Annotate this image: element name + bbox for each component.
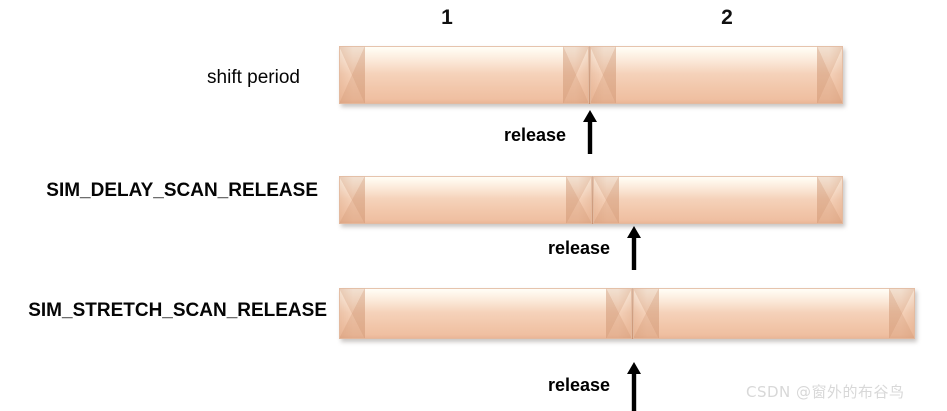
release-label-2: release	[547, 238, 610, 258]
bevel-right-face	[565, 176, 592, 224]
bar-segment-1	[339, 46, 589, 104]
bar-shift-period	[339, 46, 843, 104]
bevel-right-face	[606, 288, 633, 339]
release-arrow-icon-1	[581, 110, 599, 154]
bar-segment-2	[591, 176, 843, 224]
release-label-3: release	[547, 375, 610, 395]
bar-sim-delay-scan-release	[339, 176, 843, 224]
bevel-left-face	[339, 176, 365, 224]
row-label-sim-delay-scan-release: SIM_DELAY_SCAN_RELEASE	[46, 180, 318, 201]
segment-outline	[592, 176, 843, 224]
bevel-left-face	[589, 46, 616, 104]
segment-outline	[339, 46, 589, 104]
bevel-right-face	[562, 46, 589, 104]
segment-outline	[633, 288, 915, 339]
bar-segment-2	[588, 46, 843, 104]
bevel-left-face	[592, 176, 619, 224]
release-arrow-icon-2	[625, 226, 643, 270]
segment-outline	[589, 46, 843, 104]
segment-outline	[339, 288, 633, 339]
column-header-1: 1	[441, 6, 453, 29]
bar-segment-1	[339, 288, 633, 339]
bevel-right-face	[817, 176, 843, 224]
bevel-right-face	[889, 288, 915, 339]
bar-segment-1	[339, 176, 592, 224]
row-label-shift-period: shift period	[207, 67, 300, 88]
csdn-watermark: CSDN @窗外的布谷鸟	[746, 383, 905, 401]
bevel-left-face	[339, 46, 365, 104]
release-arrow-icon-3	[625, 362, 643, 411]
bevel-left-face	[339, 288, 365, 339]
bevel-left-face	[633, 288, 660, 339]
release-label-1: release	[503, 125, 566, 145]
segment-outline	[339, 176, 592, 224]
row-label-sim-stretch-scan-release: SIM_STRETCH_SCAN_RELEASE	[28, 300, 327, 321]
bevel-right-face	[817, 46, 843, 104]
bar-sim-stretch-scan-release	[339, 288, 915, 339]
bar-segment-2	[632, 288, 915, 339]
column-header-2: 2	[721, 6, 733, 29]
